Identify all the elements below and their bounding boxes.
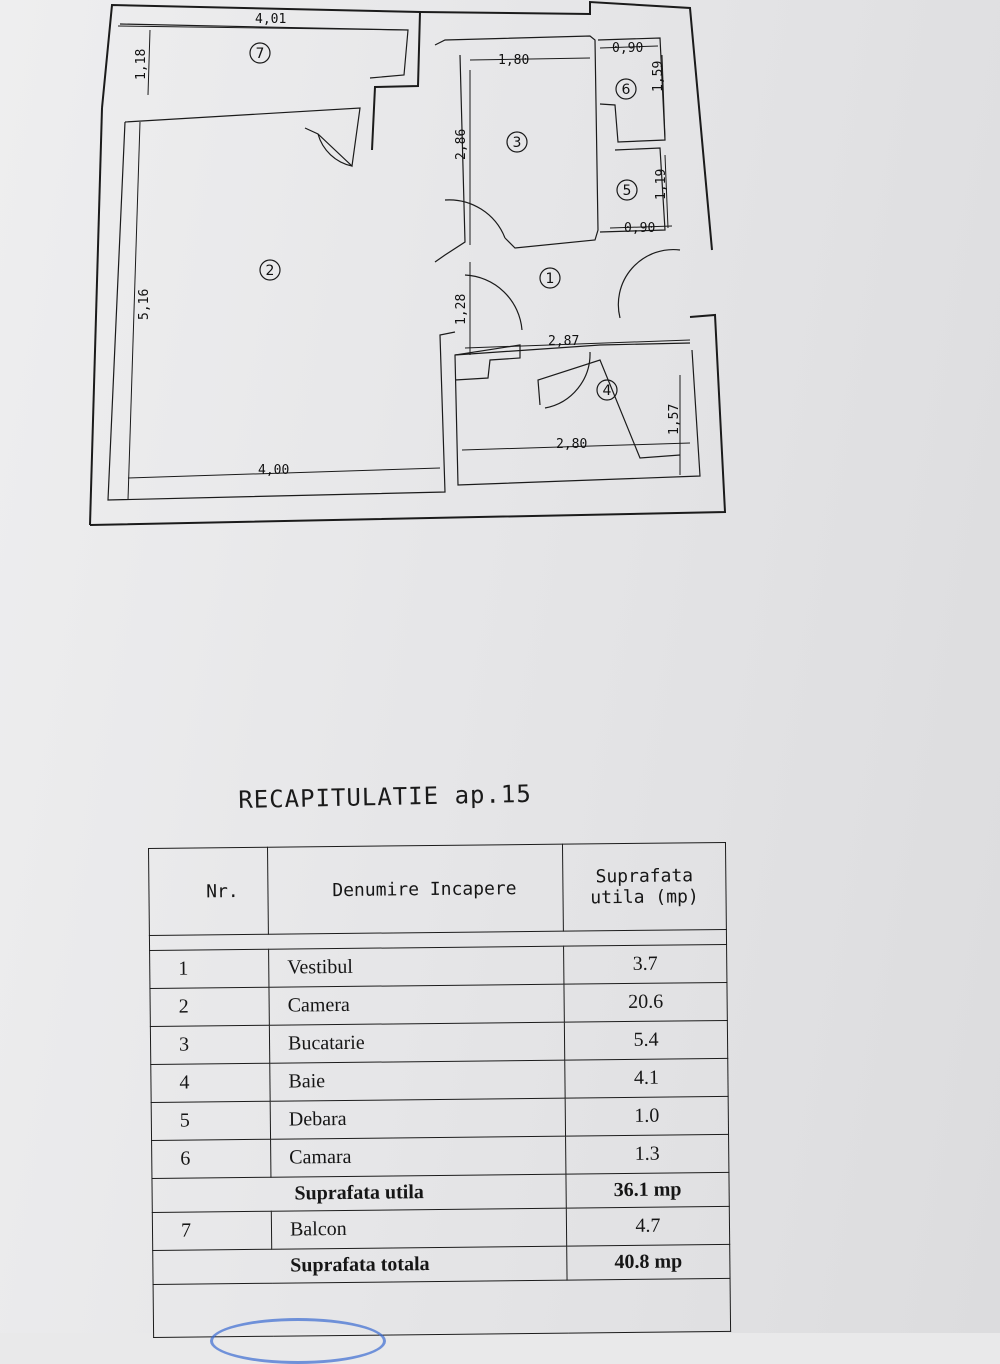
dim-hall-width: 2,87 [548, 334, 579, 349]
row-name: Camara [270, 1136, 566, 1178]
door-hall [464, 274, 523, 331]
dim-kitchen-depth: 2,86 [454, 129, 469, 160]
table-header-row: Nr. Denumire Incapere Suprafata utila (m… [148, 842, 727, 936]
dim-storage-width: 0,90 [624, 221, 655, 236]
row-area: 3.7 [563, 944, 727, 985]
header-area-line1: Suprafata [595, 865, 694, 888]
svg-text:7: 7 [256, 46, 265, 62]
svg-text:4: 4 [603, 383, 612, 399]
total-area-value: 40.8 mp [566, 1244, 731, 1281]
svg-text:5: 5 [623, 183, 632, 199]
room-marker-2: 2 [259, 259, 281, 281]
floor-plan: 4,01 1,18 1,80 0,90 1,59 2,86 1,19 0,90 … [89, 0, 727, 526]
row-area: 1.3 [565, 1134, 729, 1175]
table-row: 5 Debara 1.0 [151, 1096, 729, 1141]
room-marker-5: 5 [616, 179, 638, 201]
header-area: Suprafata utila (mp) [562, 842, 727, 932]
header-name: Denumire Incapere [267, 844, 564, 935]
door-kitchen [444, 199, 506, 239]
row-name: Bucatarie [269, 1022, 565, 1064]
dim-room-depth: 5,16 [137, 289, 152, 320]
paper-sheet [0, 0, 1000, 1333]
dim-hall-depth: 1,28 [454, 294, 469, 325]
table-row: 7 Balcon 4.7 [152, 1206, 730, 1251]
room2-wall [124, 107, 361, 168]
door-entry [617, 249, 681, 319]
recap-table: Nr. Denumire Incapere Suprafata utila (m… [148, 842, 731, 1338]
bath-inner [537, 359, 681, 459]
total-area-label: Suprafata totala [152, 1246, 568, 1285]
dim-storage-depth: 1,19 [654, 169, 669, 200]
kitchen-inner [434, 54, 466, 263]
svg-text:6: 6 [622, 82, 631, 98]
row-nr: 3 [150, 1025, 270, 1065]
dim-pantry-depth: 1,59 [651, 61, 666, 92]
row-nr: 5 [151, 1101, 271, 1141]
useful-area-label: Suprafata utila [151, 1174, 567, 1213]
row-area: 4.1 [564, 1058, 729, 1099]
outer-wall-bottom [89, 107, 103, 526]
header-area-line2: utila (mp) [590, 886, 699, 909]
row-area: 1.0 [565, 1096, 729, 1137]
dim-balcony-width: 4,01 [255, 12, 286, 27]
outer-wall-right [419, 0, 713, 251]
dim-kitchen-width: 1,80 [498, 53, 529, 68]
room-marker-6: 6 [615, 78, 637, 100]
table-row: 6 Camara 1.3 [151, 1134, 729, 1179]
row-name: Baie [269, 1060, 566, 1102]
header-nr: Nr. [148, 847, 269, 936]
dim-pantry-width: 0,90 [612, 41, 643, 56]
row-area: 20.6 [563, 982, 728, 1023]
bath-wall [454, 344, 701, 486]
row-nr: 4 [150, 1063, 271, 1103]
dim-bath-depth: 1,57 [667, 404, 682, 435]
dim-bath-width: 2,80 [556, 437, 587, 452]
row-nr: 1 [149, 949, 269, 989]
room-marker-3: 3 [506, 131, 528, 153]
row-nr: 7 [152, 1211, 272, 1251]
table-row: 1 Vestibul 3.7 [149, 944, 727, 989]
row-name: Vestibul [268, 946, 564, 988]
table-row: 2 Camera 20.6 [149, 982, 728, 1027]
room-marker-7: 7 [249, 42, 271, 64]
pantry-wall [597, 37, 666, 143]
row-name: Debara [270, 1098, 566, 1140]
kitchen-wall [434, 35, 599, 249]
row-area: 4.7 [566, 1206, 730, 1247]
row-area: 5.4 [564, 1020, 728, 1061]
door-bath [544, 351, 591, 409]
svg-text:2: 2 [266, 263, 275, 279]
row-nr: 2 [149, 987, 270, 1027]
table-row: 4 Baie 4.1 [150, 1058, 729, 1103]
useful-area-value: 36.1 mp [565, 1172, 730, 1209]
table-row: 3 Bucatarie 5.4 [150, 1020, 728, 1065]
dim-room-width: 4,00 [258, 463, 289, 478]
room2-inner [107, 121, 456, 501]
stamp [210, 1318, 386, 1364]
svg-text:1: 1 [546, 271, 555, 287]
row-name: Balcon [271, 1208, 567, 1250]
room-marker-4: 4 [596, 379, 618, 401]
svg-text:3: 3 [513, 135, 522, 151]
storage-wall [599, 147, 666, 233]
row-nr: 6 [151, 1139, 271, 1179]
outer-wall [101, 3, 422, 151]
dim-balcony-depth: 1,18 [134, 49, 149, 80]
hall-wall [454, 342, 691, 356]
outer-wall-base [89, 313, 727, 526]
room-marker-1: 1 [539, 267, 561, 289]
door-balcony [317, 133, 353, 167]
balcony-inner [119, 23, 409, 79]
row-name: Camera [268, 984, 565, 1026]
